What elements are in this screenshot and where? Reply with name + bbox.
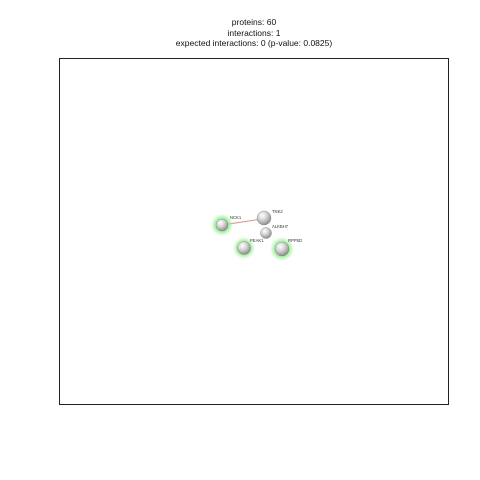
interaction-count: interactions: 1: [227, 27, 281, 38]
node-tnk2[interactable]: TNK2: [256, 209, 283, 226]
node-ball: [260, 227, 272, 239]
node-ball: [215, 218, 229, 232]
node-ball: [256, 210, 272, 226]
node-label-peak1: PEAK1: [250, 238, 264, 243]
expected-interactions: expected interactions: 0 (p-value: 0.082…: [175, 38, 333, 48]
node-label-rpp5d: RPP5D: [288, 238, 302, 243]
network-stats: proteins: 60 interactions: 1 expected in…: [0, 17, 480, 49]
network-frame: [59, 58, 449, 405]
node-peak1[interactable]: PEAK1: [233, 237, 264, 259]
node-alkbh7[interactable]: ALKBH7: [260, 224, 289, 239]
node-rpp5d[interactable]: RPP5D: [270, 237, 302, 261]
node-label-tnk2: TNK2: [272, 209, 283, 214]
node-label-nck1: NCK1: [230, 215, 242, 220]
node-nck1[interactable]: NCK1: [211, 214, 242, 236]
protein-count: proteins: 60: [231, 17, 277, 27]
node-ball: [274, 241, 290, 257]
node-label-alkbh7: ALKBH7: [272, 224, 289, 229]
node-ball: [237, 241, 251, 255]
